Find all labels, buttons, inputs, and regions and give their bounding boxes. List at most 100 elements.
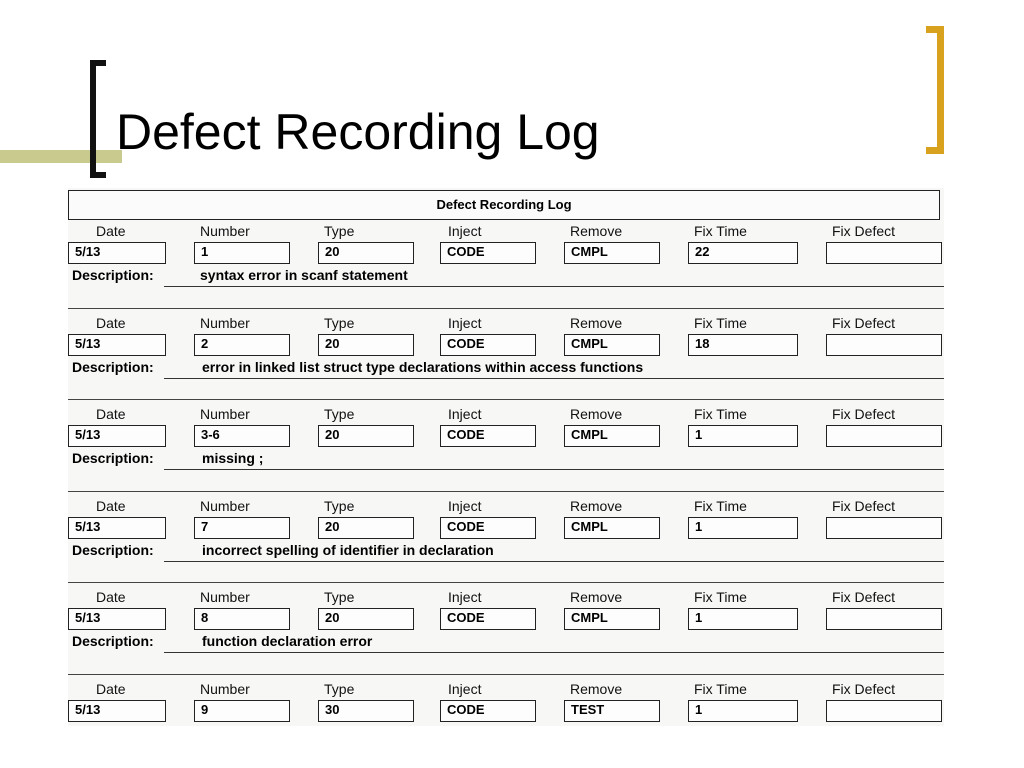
fix-defect-label: Fix Defect [832,406,896,422]
remove-label: Remove [570,314,623,331]
remove-field: CMPL [564,242,660,264]
entry-separator [68,399,944,400]
fix-time-label: Fix Time [694,406,747,422]
type-field: 20 [318,242,414,264]
number-label: Number [200,680,250,697]
description-text: missing ; [202,450,264,466]
number-field: 3-6 [194,425,290,447]
date-label: Date [96,406,126,422]
date-field: 5/13 [68,516,166,539]
fix-defect-label: Fix Defect [832,680,896,697]
remove-label: Remove [570,497,623,514]
fix-time-label: Fix Time [694,589,747,605]
description-label: Description: [72,450,154,466]
description-underline [164,377,944,379]
description-text: syntax error in scanf statement [200,267,408,283]
description-label: Description: [72,267,154,283]
remove-field: CMPL [564,333,660,356]
fix-time-field: 22 [688,242,798,264]
description-text: function declaration error [202,633,373,649]
date-label: Date [96,497,126,514]
description-label: Description: [72,541,154,558]
type-field: 20 [318,333,414,356]
description-text: incorrect spelling of identifier in decl… [202,541,494,558]
type-label: Type [324,314,355,331]
remove-field: CMPL [564,516,660,539]
type-field: 20 [318,608,414,630]
number-field: 7 [194,516,290,539]
remove-label: Remove [570,680,623,697]
fix-time-label: Fix Time [694,223,747,239]
inject-label: Inject [448,589,482,605]
type-field: 20 [318,516,414,539]
fix-defect-field [826,608,942,630]
fix-defect-label: Fix Defect [832,314,896,331]
number-label: Number [200,223,250,239]
inject-field: CODE [440,242,536,264]
fix-time-label: Fix Time [694,314,747,331]
type-label: Type [324,589,355,605]
fix-defect-field [826,333,942,356]
number-field: 9 [194,699,290,722]
fix-defect-label: Fix Defect [832,589,896,605]
description-underline [164,652,944,653]
fix-time-label: Fix Time [694,680,747,697]
fix-time-field: 1 [688,699,798,722]
description-underline [164,286,944,287]
date-label: Date [96,589,126,605]
inject-field: CODE [440,516,536,539]
form-cutoff [68,726,944,732]
remove-field: CMPL [564,608,660,630]
fix-defect-field [826,516,942,539]
number-field: 2 [194,333,290,356]
date-label: Date [96,680,126,697]
date-field: 5/13 [68,333,166,356]
type-field: 30 [318,699,414,722]
title-right-bracket [926,26,944,154]
form-header: Defect Recording Log [68,190,940,220]
description-label: Description: [72,358,154,375]
number-label: Number [200,406,250,422]
description-underline [164,560,944,562]
date-field: 5/13 [68,242,166,264]
fix-time-field: 18 [688,333,798,356]
number-label: Number [200,589,250,605]
inject-label: Inject [448,497,482,514]
remove-label: Remove [570,406,623,422]
remove-field: TEST [564,699,660,722]
date-label: Date [96,314,126,331]
fix-time-label: Fix Time [694,497,747,514]
fix-time-field: 1 [688,516,798,539]
number-label: Number [200,497,250,514]
fix-time-field: 1 [688,425,798,447]
description-label: Description: [72,633,154,649]
date-field: 5/13 [68,608,166,630]
inject-field: CODE [440,333,536,356]
inject-field: CODE [440,699,536,722]
number-field: 8 [194,608,290,630]
type-field: 20 [318,425,414,447]
inject-label: Inject [448,314,482,331]
fix-time-field: 1 [688,608,798,630]
inject-label: Inject [448,680,482,697]
remove-label: Remove [570,223,623,239]
date-label: Date [96,223,126,239]
fix-defect-label: Fix Defect [832,497,896,514]
inject-field: CODE [440,425,536,447]
fix-defect-field [826,699,942,722]
number-field: 1 [194,242,290,264]
remove-field: CMPL [564,425,660,447]
type-label: Type [324,406,355,422]
description-text: error in linked list struct type declara… [202,358,644,375]
description-underline [164,469,944,470]
fix-defect-field [826,425,942,447]
date-field: 5/13 [68,425,166,447]
entry-separator [68,673,944,675]
